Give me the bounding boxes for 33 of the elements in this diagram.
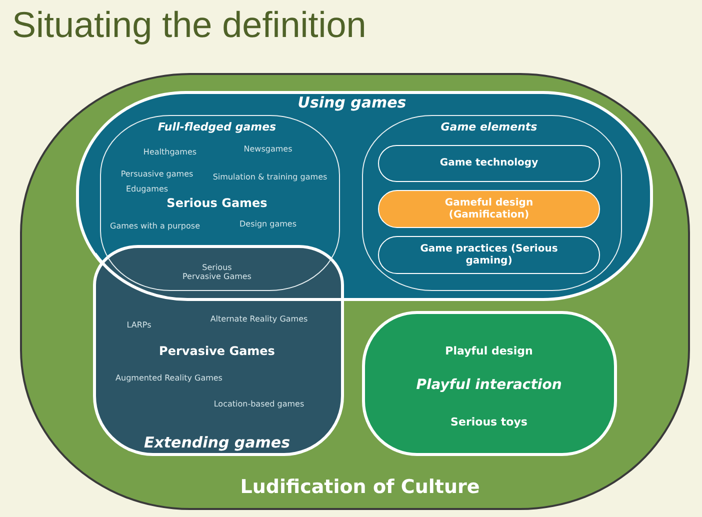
label-text: Augmented Reality Games [116,373,222,383]
pill-box [378,236,600,274]
label-text: Pervasive Games [159,345,275,359]
group-region [93,245,344,456]
label-text: LARPs [126,320,152,330]
label-text: Gameful design (Gamification) [444,198,534,220]
label-text: Game elements [440,122,538,134]
label-text: Serious toys [450,416,528,430]
group-region [362,115,622,291]
label-text: Games with a purpose [110,221,200,231]
label-text: Ludification of Culture [240,477,480,499]
label-text: Design games [239,219,297,229]
label-text: Using games [298,94,406,112]
label-text: Playful design [445,346,533,358]
label-text: Game practices (Serious gaming) [419,244,559,266]
label-text: Location-based games [214,399,304,409]
highlighted-pill-box [378,190,600,228]
label-text: Persuasive games [120,169,194,179]
label-text: Serious Pervasive Games [182,262,252,282]
label-text: Simulation & training games [212,172,328,182]
label-text: Healthgames [143,147,197,157]
label-text: Newsgames [244,144,292,154]
label-text: Edugames [126,184,168,194]
label-text: Game technology [440,157,538,169]
pill-box [378,145,600,182]
slide-title: Situating the definition [12,4,366,46]
label-text: Extending games [144,434,290,452]
group-region [362,311,617,456]
label-text: Playful interaction [416,376,562,394]
group-region [100,115,340,231]
label-text: Full-fledged games [158,122,276,134]
label-text: Alternate Reality Games [210,314,308,324]
label-text: Serious Games [166,197,268,211]
